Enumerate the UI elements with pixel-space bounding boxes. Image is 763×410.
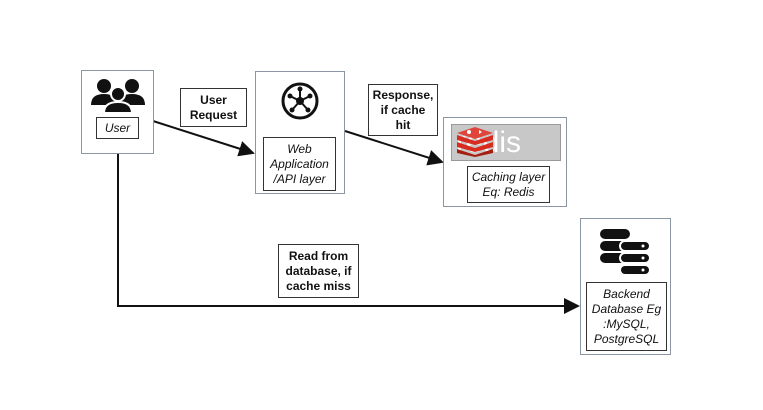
users-icon (91, 79, 145, 113)
user-request-label: User Request (180, 88, 247, 127)
hub-network-icon (281, 82, 319, 120)
arrow-user-to-database (117, 153, 580, 314)
user-node: User (81, 70, 154, 154)
cache-label: Caching layer Eq: Redis (467, 166, 550, 203)
redis-logo: redis (451, 124, 561, 161)
database-icon (600, 229, 651, 276)
arrow-web-to-cache (344, 130, 444, 166)
arrow-user-to-web (152, 120, 255, 157)
cache-node: redis Caching layer Eq: Redis (443, 117, 567, 207)
redis-cube-icon (457, 127, 493, 157)
database-label: Backend Database Eg :MySQL, PostgreSQL (586, 282, 667, 351)
database-node: Backend Database Eg :MySQL, PostgreSQL (580, 218, 671, 355)
web-app-label: Web Application /API layer (263, 137, 336, 191)
web-app-node: Web Application /API layer (255, 71, 345, 194)
read-db-label: Read from database, if cache miss (278, 244, 359, 298)
response-label: Response, if cache hit (368, 84, 438, 136)
user-label: User (96, 117, 139, 139)
